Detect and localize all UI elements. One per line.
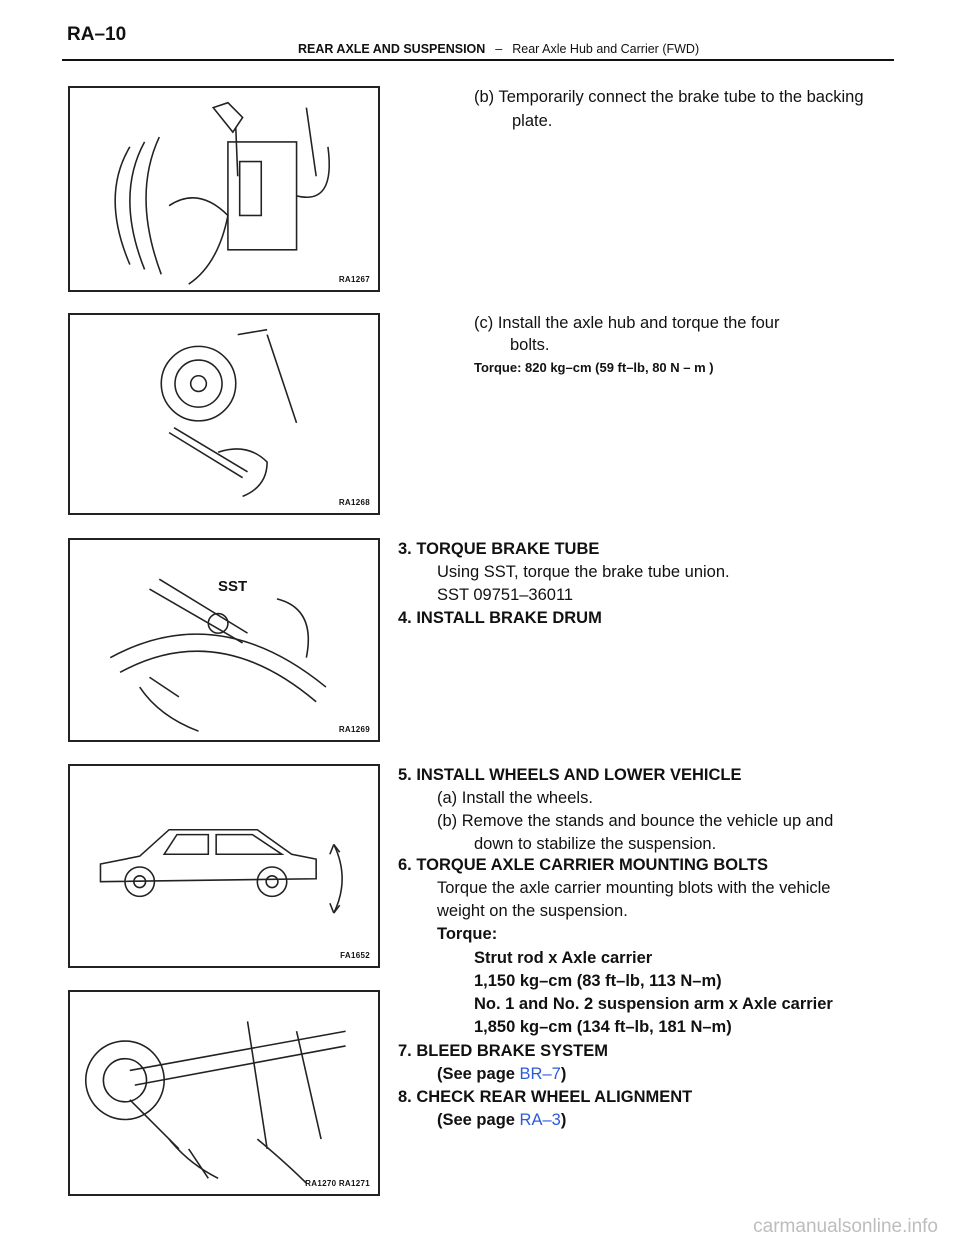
see-page-close: )	[560, 1111, 567, 1129]
step-5-title: 5. INSTALL WHEELS AND LOWER VEHICLE	[398, 766, 742, 784]
figure-brake-tube-torque: SST RA1269	[68, 538, 380, 742]
step-7-see: (See page BR–7)	[437, 1063, 566, 1086]
watermark: carmanualsonline.info	[753, 1216, 938, 1237]
step-8-see: (See page RA–3)	[437, 1109, 566, 1132]
section-title-main: REAR AXLE AND SUSPENSION	[298, 42, 486, 56]
step-6-line1: Torque the axle carrier mounting blots w…	[437, 879, 831, 897]
step-6-torque-3: No. 1 and No. 2 suspension arm x Axle ca…	[474, 995, 833, 1013]
step-c-line1: (c) Install the axle hub and torque the …	[474, 314, 780, 332]
step-3-title: 3. TORQUE BRAKE TUBE	[398, 540, 600, 558]
figure-vehicle-lower: FA1652	[68, 764, 380, 968]
illustration-brake-tube-union	[109, 578, 327, 732]
see-page-close: )	[560, 1065, 567, 1083]
step-b-line1: (b) Temporarily connect the brake tube t…	[474, 88, 864, 106]
see-page-text: (See page	[437, 1065, 520, 1083]
section-separator: –	[495, 42, 503, 56]
link-ra-3[interactable]: RA–3	[519, 1111, 561, 1129]
step-3-line2: SST 09751–36011	[437, 586, 574, 604]
figure-code: RA1270 RA1271	[305, 1179, 370, 1188]
step-5-b-line1: (b) Remove the stands and bounce the veh…	[437, 812, 834, 830]
figure-code: RA1267	[338, 275, 370, 284]
section-title: REAR AXLE AND SUSPENSION–Rear Axle Hub a…	[298, 42, 699, 56]
step-c-torque: Torque: 820 kg–cm (59 ft–lb, 80 N – m )	[474, 360, 714, 375]
step-6-torque-1: Strut rod x Axle carrier	[474, 949, 653, 967]
figure-brake-tube-connect: RA1267	[68, 86, 380, 292]
illustration-axle-hub	[160, 328, 298, 498]
step-b-line2: plate.	[512, 112, 553, 130]
step-5-a: (a) Install the wheels.	[437, 789, 593, 807]
step-6-line2: weight on the suspension.	[437, 902, 628, 920]
figure-code: RA1268	[338, 498, 370, 507]
step-3-line1: Using SST, torque the brake tube union.	[437, 563, 730, 581]
see-page-text: (See page	[437, 1111, 520, 1129]
header-rule	[62, 59, 894, 61]
page-number: RA–10	[67, 24, 127, 45]
step-c-line2: bolts.	[510, 336, 550, 354]
figure-code: RA1269	[338, 725, 370, 734]
step-8-title: 8. CHECK REAR WHEEL ALIGNMENT	[398, 1088, 693, 1106]
step-7-title: 7. BLEED BRAKE SYSTEM	[398, 1042, 608, 1060]
step-5-b-line2: down to stabilize the suspension.	[474, 835, 717, 853]
illustration-brake-tube	[114, 101, 330, 285]
step-6-torque-2: 1,150 kg–cm (83 ft–lb, 113 N–m)	[474, 972, 722, 990]
figure-carrier-bolts: RA1270 RA1271	[68, 990, 380, 1196]
step-4-title: 4. INSTALL BRAKE DRUM	[398, 609, 602, 627]
illustration-axle-carrier	[84, 1021, 346, 1184]
figure-axle-hub-install: RA1268	[68, 313, 380, 515]
step-6-torque-label: Torque:	[437, 925, 498, 943]
step-6-title: 6. TORQUE AXLE CARRIER MOUNTING BOLTS	[398, 856, 769, 874]
section-subtitle: Rear Axle Hub and Carrier (FWD)	[512, 42, 700, 56]
figure-code: FA1652	[340, 951, 370, 960]
step-6-torque-4: 1,850 kg–cm (134 ft–lb, 181 N–m)	[474, 1018, 732, 1036]
sst-label: SST	[218, 578, 248, 595]
illustration-sedan	[99, 828, 343, 914]
link-br-7[interactable]: BR–7	[519, 1065, 561, 1083]
